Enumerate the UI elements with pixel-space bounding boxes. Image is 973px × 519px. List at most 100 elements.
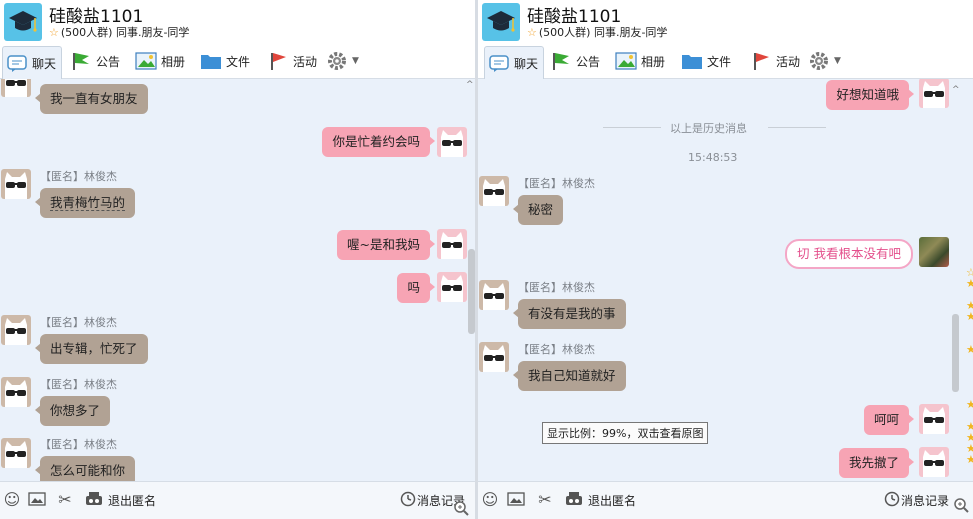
tab-announcement[interactable]: 公告 [70,46,120,76]
sender-name[interactable]: 【匿名】林俊杰 [518,343,595,356]
tab-chat[interactable]: 聊天 [484,46,545,79]
sender-name[interactable]: 【匿名】林俊杰 [40,438,117,451]
sender-name[interactable]: 【匿名】林俊杰 [518,281,595,294]
tab-bar: 聊天 公告 相册 文件 活动 ▼ [0,44,475,79]
message-bubble[interactable]: 呵呵 [863,405,915,435]
timestamp: 15:48:53 [688,151,738,164]
message-bubble[interactable]: 吗 [397,273,435,303]
folder-icon [681,51,703,71]
image-icon[interactable] [28,491,46,509]
sender-name[interactable]: 【匿名】林俊杰 [40,378,117,391]
message-history-button[interactable]: 消息记录 [901,494,950,508]
scissors-icon[interactable]: ✂ [538,490,552,509]
message-bubble[interactable]: 喔~是和我妈 [337,230,435,260]
tab-chat-label: 聊天 [32,56,57,71]
zoom-icon[interactable] [952,497,970,515]
message-bubble[interactable]: 我青梅竹马的 [34,188,136,218]
chat-window-right: 硅酸盐1101 ☆(500人群) 同事.朋友-同学 聊天 公告 相册 文件 活动… [478,0,973,519]
avatar[interactable] [919,404,949,434]
message-bubble[interactable]: 好想知道哦 [826,80,914,110]
message-bubble[interactable]: 切 我看根本没有吧 [785,239,913,269]
tab-files-label: 文件 [226,54,251,69]
exit-anonymous-button[interactable]: 退出匿名 [588,494,637,508]
cat-sunglasses-icon [479,176,509,206]
tab-bar: 聊天 公告 相册 文件 活动 ▼ [478,44,973,79]
avatar[interactable] [919,447,949,477]
sender-name[interactable]: 【匿名】林俊杰 [40,170,117,183]
avatar[interactable] [437,127,467,157]
message-history-button[interactable]: 消息记录 [417,494,466,508]
message-bubble[interactable]: 出专辑，忙死了 [35,334,148,364]
cat-sunglasses-icon [1,377,31,407]
cat-sunglasses-icon [1,79,31,97]
avatar[interactable] [437,229,467,259]
anonymous-icon[interactable] [565,491,583,509]
image-scale-tooltip: 显示比例：99%，双击查看原图 [542,422,709,444]
avatar[interactable] [1,169,31,199]
avatar[interactable] [1,79,31,97]
emoji-icon[interactable]: ☺ [481,490,499,509]
group-name[interactable]: 硅酸盐1101 [527,7,622,27]
message-bubble[interactable]: 秘密 [512,195,564,225]
message-list[interactable]: 好想知道哦 ^ 以上是历史消息 15:48:53 【匿名】林俊杰 秘密 切 我看… [478,79,973,482]
avatar[interactable] [1,438,31,468]
avatar[interactable] [1,377,31,407]
emoji-icon[interactable]: ☺ [3,490,21,509]
avatar[interactable] [479,280,509,310]
message-bubble[interactable]: 你是忙着约会吗 [322,127,435,157]
group-avatar[interactable] [482,3,520,41]
cat-sunglasses-icon [479,280,509,310]
tab-activity[interactable]: 活动 [750,46,800,76]
avatar[interactable] [919,237,949,267]
scrollbar-thumb[interactable] [468,249,475,334]
message-bubble[interactable]: 有没有是我的事 [513,299,626,329]
tab-announcement-label: 公告 [576,54,601,69]
scissors-icon[interactable]: ✂ [58,490,72,509]
tab-album[interactable]: 相册 [615,46,665,76]
tab-announcement[interactable]: 公告 [550,46,600,76]
image-icon[interactable] [507,491,525,509]
message-bubble[interactable]: 我先撤了 [838,448,915,478]
avatar[interactable] [1,315,31,345]
flag-green-icon [70,51,92,71]
tab-settings[interactable]: ▼ [326,46,359,76]
tab-files[interactable]: 文件 [681,46,731,76]
clock-icon[interactable] [883,491,901,509]
message-bubble[interactable]: 我自己知道就好 [513,361,626,391]
tab-album[interactable]: 相册 [135,46,185,76]
scrollbar-thumb[interactable] [952,314,959,392]
avatar[interactable] [479,176,509,206]
group-info: ☆(500人群) 同事.朋友-同学 [49,24,189,40]
avatar[interactable] [919,79,949,108]
group-header: 硅酸盐1101 ☆(500人群) 同事.朋友-同学 [0,0,475,44]
exit-anonymous-button[interactable]: 退出匿名 [108,494,157,508]
cat-sunglasses-icon [919,79,949,108]
message-bubble[interactable]: 你想多了 [34,396,111,426]
cat-sunglasses-icon [437,229,467,259]
cat-sunglasses-icon [479,342,509,372]
tab-activity-label: 活动 [776,54,801,69]
zoom-icon[interactable] [452,500,470,518]
avatar[interactable] [437,272,467,302]
tab-settings[interactable]: ▼ [808,46,841,76]
tab-activity[interactable]: 活动 [267,46,317,76]
scroll-up-icon[interactable]: ^ [952,85,960,95]
cat-sunglasses-icon [437,127,467,157]
message-list[interactable]: ^ 我一直有女朋友 你是忙着约会吗 【匿名】林俊杰 我青梅竹马的 喔~是和我妈 … [0,79,475,482]
group-info-text: (500人群) 同事.朋友-同学 [538,26,668,39]
scroll-up-icon[interactable]: ^ [466,80,474,90]
message-bubble[interactable]: 我一直有女朋友 [35,84,148,114]
tab-files[interactable]: 文件 [200,46,250,76]
chat-window-left: 硅酸盐1101 ☆(500人群) 同事.朋友-同学 聊天 公告 相册 文件 活动… [0,0,475,519]
group-avatar[interactable] [4,3,42,41]
chat-bubble-icon [6,53,28,73]
group-name[interactable]: 硅酸盐1101 [49,7,144,27]
sender-name[interactable]: 【匿名】林俊杰 [40,316,117,329]
tab-chat[interactable]: 聊天 [2,46,63,79]
chevron-down-icon: ▼ [834,56,841,66]
avatar[interactable] [479,342,509,372]
sender-name[interactable]: 【匿名】林俊杰 [518,177,595,190]
clock-icon[interactable] [399,491,417,509]
message-bubble[interactable]: 怎么可能和你 [34,456,136,482]
anonymous-icon[interactable] [85,491,103,509]
